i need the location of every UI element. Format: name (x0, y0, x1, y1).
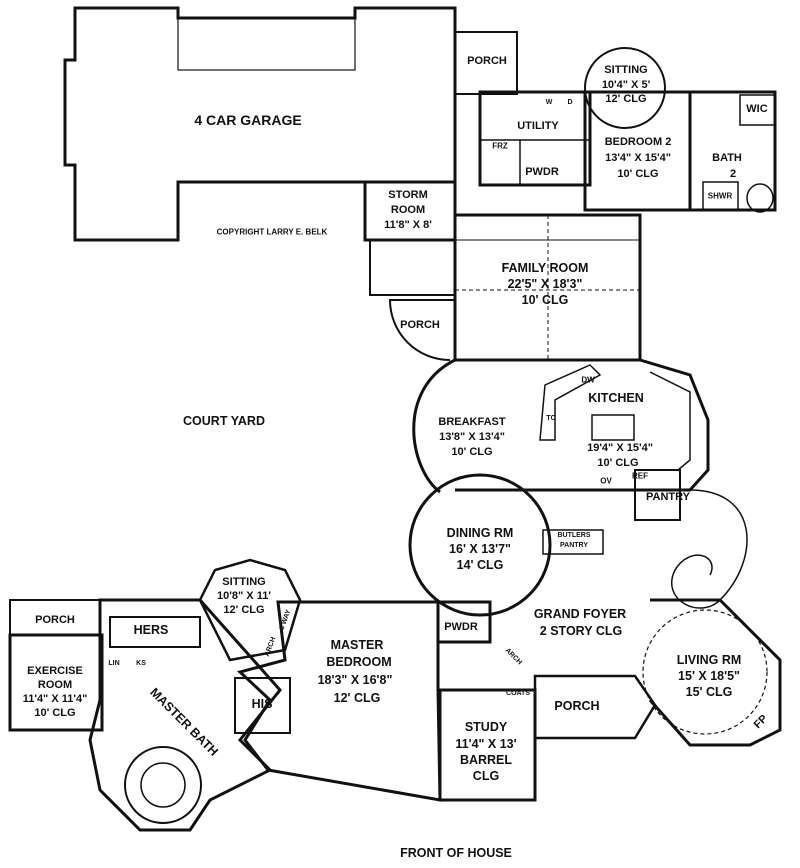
family-room-ceiling: 10' CLG (521, 293, 569, 307)
garage-label: 4 CAR GARAGE (194, 112, 302, 129)
his-label: HIS (251, 697, 273, 711)
front-porch-label: PORCH (554, 699, 600, 713)
breakfast-label: BREAKFAST (438, 415, 506, 428)
front-of-house-label: FRONT OF HOUSE (400, 846, 512, 860)
butlers-pantry (542, 529, 604, 555)
bedroom2-dims: 13'4" X 15'4" (605, 151, 671, 164)
garage-terrace (177, 17, 356, 71)
kitchen-dims: 19'4" X 15'4" (587, 441, 653, 454)
bedroom2-ceiling: 10' CLG (617, 167, 659, 180)
breakfast-dims: 13'8" X 13'4" (439, 430, 505, 443)
wic-label: WIC (746, 102, 768, 115)
living-room-label: LIVING RM (676, 653, 742, 667)
bath2-label: BATH (712, 151, 742, 164)
exercise-label: EXERCISE (27, 664, 83, 677)
grand-foyer-label: GRAND FOYER (533, 607, 627, 621)
living-room-dims: 15' X 18'5" (678, 669, 740, 683)
master-bedroom-dims: 18'3" X 16'8" (317, 673, 393, 687)
living-room-walls (648, 598, 782, 747)
master-bedroom-label: BEDROOM (326, 655, 392, 669)
master-sitting-walls (198, 558, 302, 662)
exercise-ceiling: 10' CLG (34, 706, 76, 719)
dryer-label: D (567, 99, 573, 107)
storm-dims: 11'8" X 8' (384, 218, 432, 231)
sitting-top-ceiling: 12' CLG (605, 92, 647, 105)
washer-label: W (545, 99, 553, 107)
exercise-porch (9, 599, 101, 636)
stair-walls (369, 239, 456, 296)
dishwasher-label: DW (581, 375, 595, 385)
top-pwdr-label: PWDR (525, 165, 559, 178)
sitting-bay (584, 47, 666, 129)
grand-foyer-ceiling: 2 STORY CLG (539, 624, 623, 638)
oven-label: OV (600, 476, 612, 486)
spiral-stair (671, 489, 748, 609)
refrigerator-label: REF (632, 471, 648, 481)
master-bath-walls (88, 598, 282, 832)
bedroom2-label: BEDROOM 2 (604, 135, 672, 148)
top-porch-label: PORCH (467, 54, 507, 67)
exercise-porch-label: PORCH (35, 613, 75, 626)
bath2-walls (688, 90, 777, 212)
kitchen-label: KITCHEN (588, 391, 644, 405)
study-barrel: BARREL (459, 753, 513, 767)
butlers-pantry-label: PANTRY (560, 542, 588, 550)
mid-porch-label: PORCH (400, 318, 440, 331)
court-yard-label: COURT YARD (183, 414, 265, 428)
ks-label: KS (136, 660, 146, 668)
pantry-label: PANTRY (646, 490, 690, 503)
front-pwdr-label: PWDR (444, 620, 478, 633)
coats-label: COATS (506, 690, 530, 698)
sitting-top-label: SITTING (604, 63, 648, 76)
bath2-number: 2 (729, 167, 737, 180)
master-sitting-ceiling: 12' CLG (223, 603, 265, 616)
frz-label: FRZ (492, 141, 508, 151)
hers-closet (109, 616, 201, 648)
family-room-dims: 22'5" X 18'3" (507, 277, 583, 291)
dining-room-label: DINING RM (446, 526, 514, 540)
mid-porch-walls (388, 299, 455, 361)
master-label: MASTER (330, 638, 384, 652)
top-porch-walls (454, 31, 518, 95)
hers-label: HERS (133, 623, 169, 637)
exercise-room-label: ROOM (37, 678, 73, 691)
dining-room-ceiling: 14' CLG (456, 558, 504, 572)
kitchen-ceiling: 10' CLG (597, 456, 639, 469)
shower-label: SHWR (707, 191, 733, 201)
utility-label: UTILITY (517, 119, 559, 132)
dining-room-walls (408, 473, 552, 617)
storm-room-label: ROOM (390, 203, 426, 216)
utility-walls (478, 90, 592, 187)
pantry-walls (634, 469, 681, 521)
living-room-ceiling: 15' CLG (685, 685, 733, 699)
master-sitting-label: SITTING (222, 575, 266, 588)
breakfast-ceiling: 10' CLG (451, 445, 493, 458)
linen-label: LIN (108, 660, 120, 668)
family-room-label: FAMILY ROOM (501, 261, 589, 275)
study-label: STUDY (464, 720, 508, 734)
sitting-top-dims: 10'4" X 5' (601, 78, 651, 91)
breakfast-bay (412, 358, 456, 494)
master-sitting-dims: 10'8" X 11' (217, 589, 271, 602)
master-bedroom-ceiling: 12' CLG (333, 691, 381, 705)
exercise-dims: 11'4" X 11'4" (22, 692, 88, 705)
his-closet (234, 677, 291, 734)
copyright-label: COPYRIGHT LARRY E. BELK (216, 227, 328, 237)
study-dims: 11'4" X 13' (455, 737, 517, 751)
study-ceiling: CLG (472, 769, 500, 783)
storm-label: STORM (388, 188, 428, 201)
kitchen-island (591, 414, 635, 441)
butlers-label: BUTLERS (557, 532, 591, 540)
trash-compactor-label: TC (546, 415, 556, 423)
dining-room-dims: 16' X 13'7" (449, 542, 511, 556)
